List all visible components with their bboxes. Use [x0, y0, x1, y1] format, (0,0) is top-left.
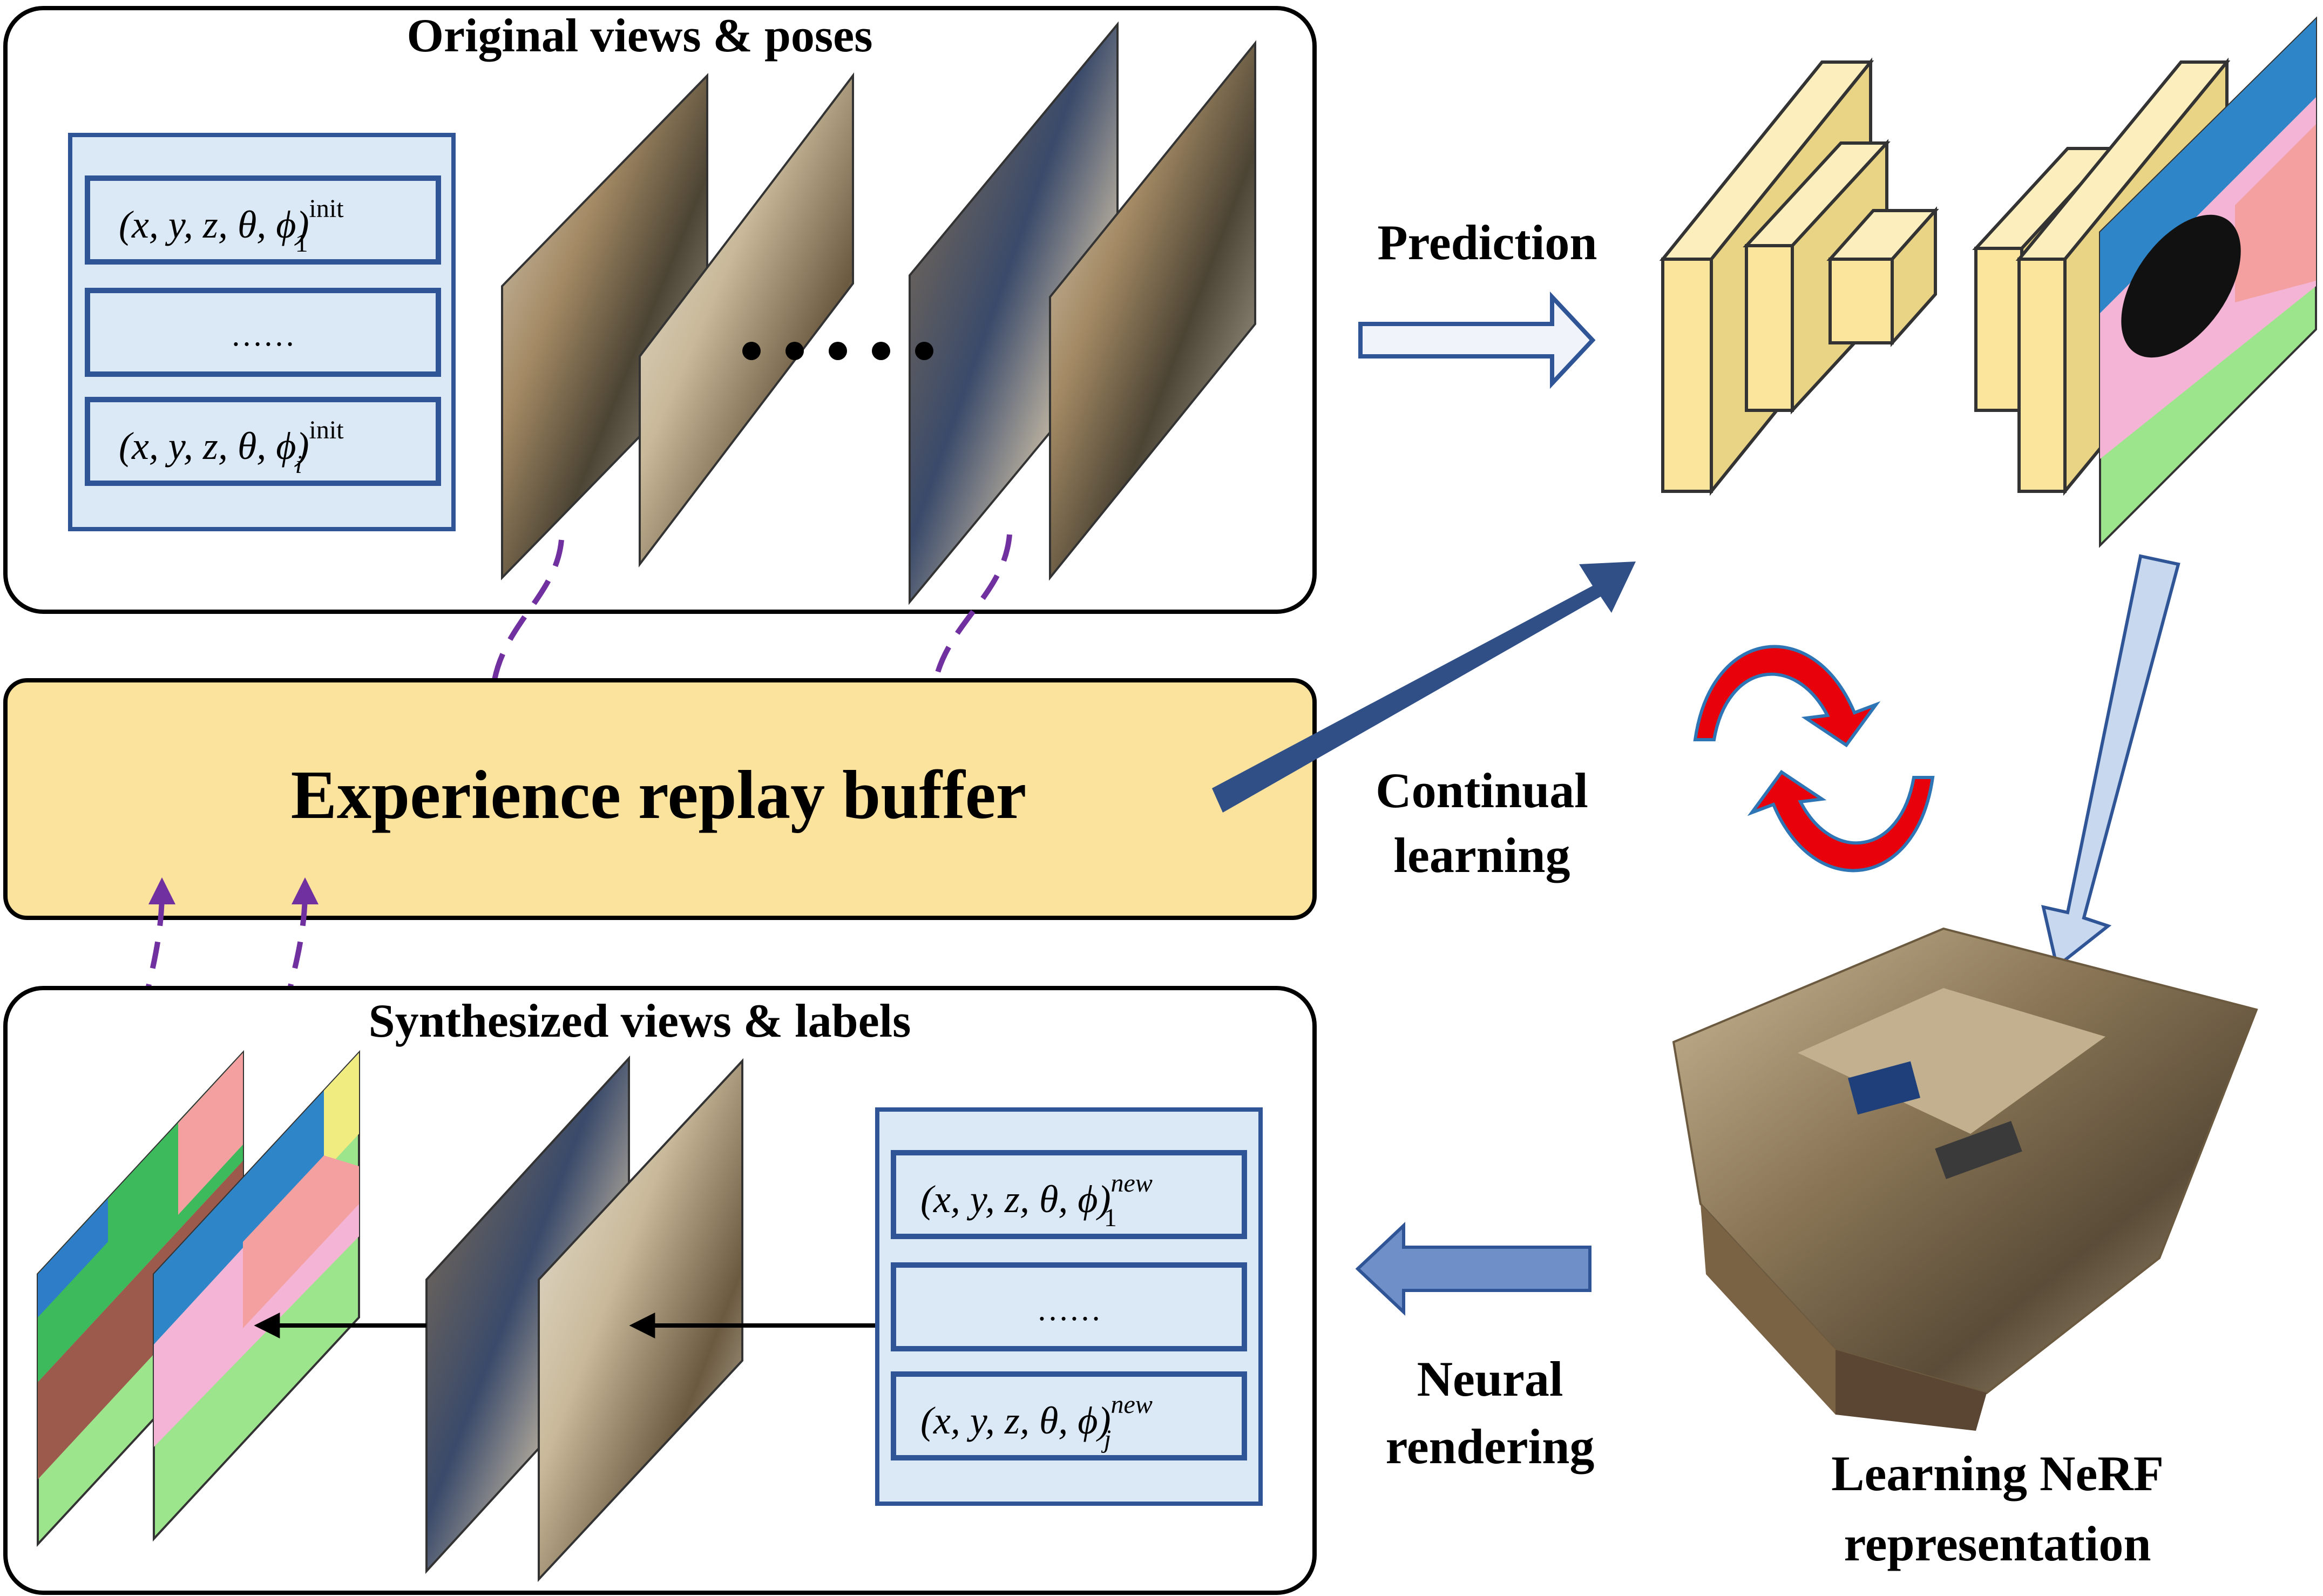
synthesized-views-title: Synthesized views & labels [369, 995, 911, 1047]
continual-learning-label-2: learning [1393, 828, 1570, 883]
nerf-label-1: Learning NeRF [1831, 1446, 2164, 1501]
dashed-arrow-original-to-buffer-1 [479, 539, 564, 710]
experience-replay-buffer [3, 678, 1317, 920]
continual-learning-cycle-icon [1693, 645, 1935, 873]
network-to-nerf-arrow [2041, 554, 2180, 970]
new-pose-j-box [891, 1371, 1247, 1460]
neural-rendering-label-1: Neural [1417, 1351, 1563, 1406]
new-pose-ellipsis-box [891, 1262, 1247, 1351]
init-pose-ellipsis: …… [231, 317, 295, 353]
prediction-arrow [1358, 291, 1596, 389]
new-pose-1-box [891, 1150, 1247, 1239]
original-view-image-4 [1049, 40, 1256, 581]
buffer-to-network-arrow [1212, 562, 1636, 813]
init-pose-i-box [85, 397, 441, 486]
prediction-label: Prediction [1377, 215, 1597, 270]
nerf-label-2: representation [1844, 1516, 2151, 1571]
nerf-3d-scene [1672, 927, 2258, 1431]
original-views-title: Original views & poses [407, 10, 873, 62]
init-pose-1-box [85, 175, 441, 265]
predicted-segmentation-map [2099, 16, 2317, 548]
neural-rendering-arrow-shape [1355, 1222, 1591, 1316]
dashed-arrow-original-to-buffer-2 [920, 534, 1012, 710]
init-pose-ellipsis-box [85, 288, 441, 377]
experience-replay-buffer-label: Experience replay buffer [291, 756, 1027, 833]
neural-rendering-label-2: rendering [1386, 1419, 1595, 1474]
semantic-label-map-1 [37, 1050, 244, 1547]
sequence-ellipsis-dots [742, 342, 933, 360]
new-pose-ellipsis: …… [1037, 1291, 1101, 1327]
continual-learning-label-1: Continual [1376, 763, 1588, 818]
original-view-image-2 [639, 72, 854, 567]
